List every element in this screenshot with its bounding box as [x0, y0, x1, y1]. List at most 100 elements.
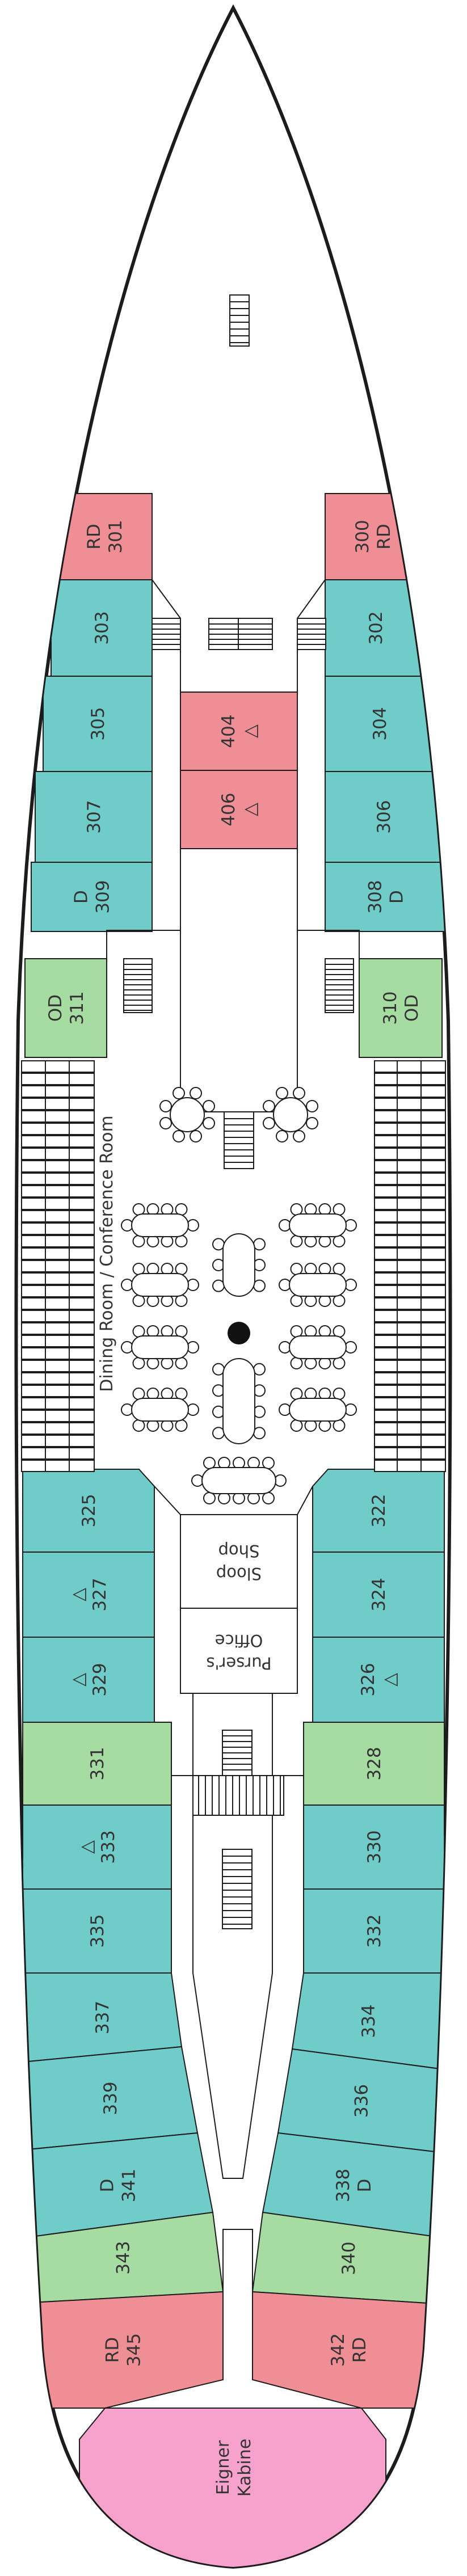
- cabin-342-line-2: RD: [350, 2337, 370, 2363]
- cabin-310-line-1: 310: [380, 991, 401, 1025]
- cabin-404-line-1: 404: [218, 714, 239, 748]
- cabin-327: [22, 1551, 155, 1638]
- dining-table: [159, 1087, 215, 1142]
- cabin-307: [35, 771, 153, 863]
- cabin-342-line-1: 342: [328, 2333, 348, 2367]
- owner-cabin-label: Eigner Kabine: [213, 2439, 255, 2497]
- dining-table: [212, 1233, 266, 1297]
- dining-table: [279, 1203, 357, 1247]
- cabin-label-304: 304: [370, 707, 390, 740]
- cabin-329-line-1: △: [68, 1673, 89, 1687]
- cabin-305: [43, 676, 153, 772]
- cabin-338-line-2: D: [355, 2179, 375, 2193]
- cabin-label-334: 334: [359, 2004, 379, 2038]
- bow-stairs: [229, 294, 250, 347]
- dining-table: [121, 1388, 199, 1432]
- cabin-label-406: 406△: [218, 792, 260, 826]
- cabin-300-line-1: 300: [352, 520, 373, 553]
- cabin-325-line-1: 325: [79, 1494, 99, 1527]
- cabin-325: [22, 1469, 155, 1553]
- cabin-337-line-1: 337: [92, 2001, 113, 2034]
- cabin-343-line-1: 343: [113, 2241, 134, 2274]
- cabin-label-305: 305: [88, 707, 108, 740]
- cabin-340-line-1: 340: [339, 2241, 359, 2275]
- dining-stairs: [224, 1111, 254, 1169]
- dining-table: [279, 1325, 357, 1369]
- cabin-label-335: 335: [87, 1914, 108, 1947]
- cabin-label-332: 332: [364, 1914, 385, 1947]
- cabin-label-330: 330: [364, 1830, 385, 1864]
- sloop-shop-line-1: Sloop: [216, 1564, 262, 1583]
- cabin-label-306: 306: [374, 800, 394, 833]
- cabin-329-line-2: 329: [90, 1663, 110, 1696]
- cabin-label-404: 404△: [218, 714, 260, 748]
- cabin-300-line-2: RD: [374, 524, 394, 549]
- pursers-office-line-1: Purser's: [206, 1654, 271, 1673]
- pursers-office-line-2: Office: [215, 1631, 263, 1650]
- cabin-335: [22, 1888, 172, 1974]
- dining-furniture: [121, 1087, 357, 1504]
- cabin-333-line-1: △: [77, 1840, 97, 1854]
- cabin-336-line-1: 336: [352, 2084, 372, 2118]
- cabin-333: [22, 1805, 172, 1890]
- cabin-328-line-1: 328: [364, 1747, 385, 1780]
- cabin-332-line-1: 332: [364, 1914, 385, 1947]
- side-stairs: [123, 958, 354, 1013]
- pursers-office-label: Purser's Office: [206, 1631, 271, 1673]
- dining-room-label: Dining Room / Conference Room: [97, 1115, 117, 1392]
- dining-table: [121, 1325, 199, 1369]
- cabin-301: [56, 493, 153, 580]
- cabin-304: [325, 676, 435, 772]
- cabin-302-line-1: 302: [366, 611, 386, 644]
- cabin-308-line-1: 308: [365, 880, 386, 913]
- cabin-322-line-1: 322: [369, 1494, 389, 1527]
- cabin-406-line-1: 406: [218, 792, 239, 826]
- cabin-335-line-1: 335: [87, 1914, 108, 1947]
- cabin-329: [22, 1637, 155, 1723]
- cabin-404: [180, 692, 298, 771]
- cabin-label-325: 325: [79, 1494, 99, 1527]
- cabin-label-328: 328: [364, 1747, 385, 1780]
- cabin-301-line-2: 301: [106, 520, 126, 553]
- cabin-328: [303, 1722, 445, 1806]
- cabin-326-line-1: 326: [358, 1663, 378, 1696]
- cabin-308: [325, 862, 447, 932]
- cabin-label-340: 340: [339, 2241, 359, 2275]
- cabin-334-line-1: 334: [359, 2004, 379, 2038]
- cabin-label-326: 326△: [358, 1663, 400, 1696]
- dining-benches: [21, 1060, 446, 1472]
- cabin-308-line-2: D: [387, 890, 407, 904]
- cabin-label-343: 343: [113, 2241, 134, 2274]
- cabin-label-337: 337: [92, 2001, 113, 2034]
- entrance-stairs: [152, 618, 326, 650]
- cabin-309-line-1: D: [71, 890, 92, 904]
- cabin-339-line-1: 339: [100, 2081, 121, 2115]
- cabin-310-line-2: OD: [402, 994, 422, 1022]
- cabin-338-line-1: 338: [333, 2169, 354, 2202]
- cabin-345-line-1: RD: [103, 2337, 123, 2363]
- cabin-304-line-1: 304: [370, 707, 390, 740]
- cabin-326-line-2: △: [380, 1673, 400, 1687]
- dining-table: [279, 1388, 357, 1432]
- cabin-306-line-1: 306: [374, 800, 394, 833]
- cabin-327-line-1: △: [68, 1588, 89, 1601]
- cabin-309: [31, 862, 153, 932]
- cabin-324-line-1: 324: [369, 1578, 389, 1611]
- cabin-333-line-2: 333: [98, 1830, 119, 1864]
- cabin-label-307: 307: [84, 800, 104, 833]
- cabin-311-line-1: OD: [45, 994, 66, 1022]
- cabin-label-302: 302: [366, 611, 386, 644]
- cabin-label-336: 336: [352, 2084, 372, 2118]
- cabin-label-331: 331: [87, 1747, 108, 1780]
- cabin-324: [312, 1551, 445, 1638]
- cabin-331: [22, 1722, 172, 1806]
- cabin-309-line-2: 309: [93, 880, 113, 913]
